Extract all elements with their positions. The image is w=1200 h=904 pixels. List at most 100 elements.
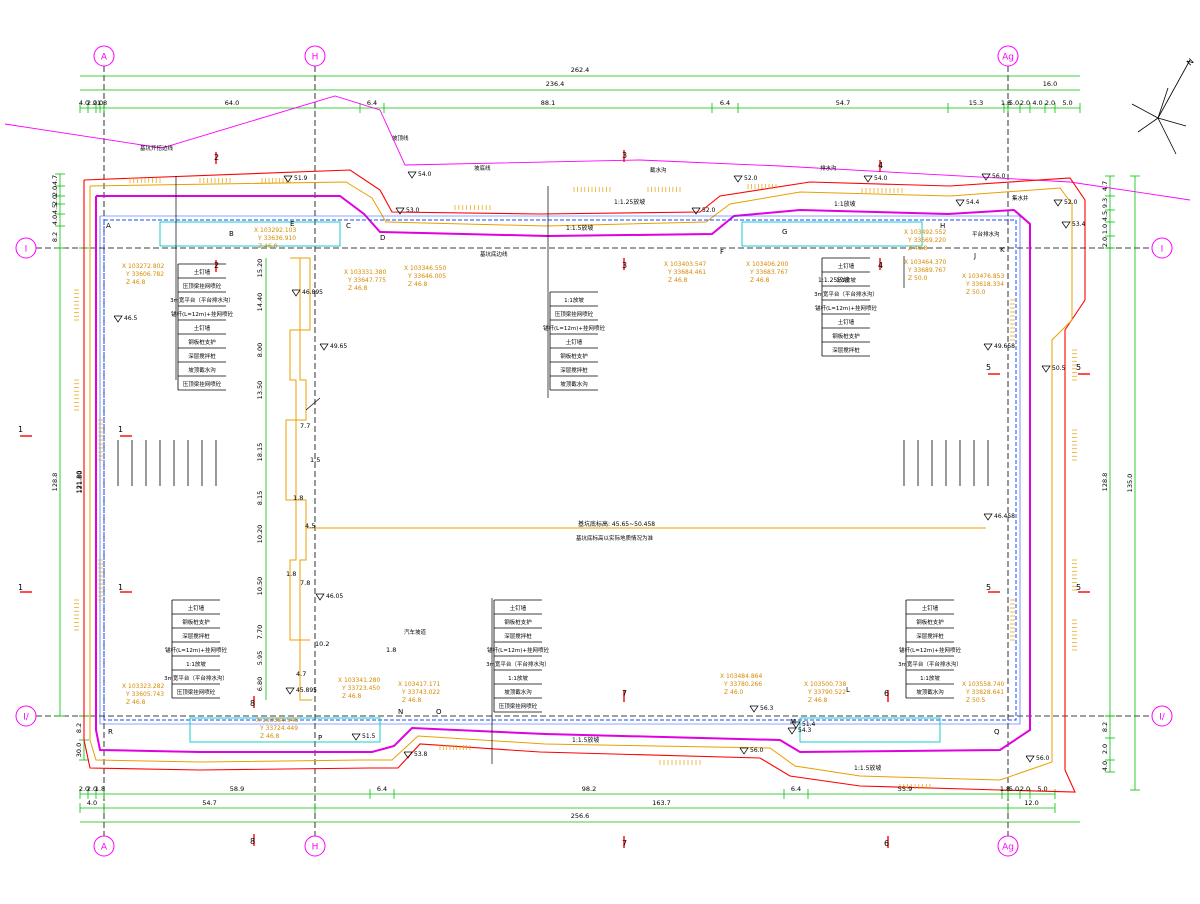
mid-dimension: 13.50 [256, 381, 264, 400]
section-mark-number: 1 [18, 425, 23, 434]
axis-bubble [997, 835, 1019, 857]
elevation-triangle [983, 513, 993, 521]
dimension-text: 135.0 [1126, 474, 1134, 493]
dimension-text: 58.9 [230, 785, 244, 793]
corner-point-letter: H [940, 222, 945, 230]
legend-row-text: 土钉墙 [838, 262, 855, 270]
dimension-text: 2.0 [1020, 785, 1030, 793]
coord-x: X 103292.103 [254, 227, 296, 234]
center-elevation-note: 基坑底标高: 45.65~50.458 [578, 520, 655, 528]
plan-label: 汽车坡道 [404, 628, 427, 636]
coord-z: Z 46.8 [258, 243, 278, 250]
dimension-text: 236.4 [546, 80, 565, 88]
mid-dimension: 4.7 [296, 670, 306, 678]
elevation-value: 56.0 [992, 173, 1006, 180]
axis-bubble-label: H [312, 843, 319, 853]
legend-row-text: 3m宽平台（平台排水沟） [814, 290, 878, 298]
elevation-triangle [863, 175, 873, 183]
mid-dimension: 15.20 [256, 259, 264, 278]
coord-z: Z 46.8 [126, 279, 146, 286]
coord-z: Z 46.8 [342, 693, 362, 700]
legend-row-text: 锚杆(L=12m)+挂网喷砼 [171, 310, 233, 318]
axis-bubble [15, 237, 37, 259]
section-mark-number: 7 [622, 689, 627, 698]
axis-bubble-label: I/ [23, 713, 30, 723]
section-mark-number: 5 [986, 583, 991, 592]
coord-z: Z 46.8 [126, 699, 146, 706]
section-mark-number: 1 [118, 583, 123, 592]
section-mark-number: 5 [986, 363, 991, 372]
coord-y: Y 33723.450 [341, 685, 380, 692]
elevation-value: 51.5 [362, 733, 376, 740]
legend-row-text: 锚杆(L=12m)+挂网喷砼 [487, 646, 549, 654]
elevation-value: 52.0 [744, 175, 758, 182]
section-mark-number: 5 [1076, 583, 1081, 592]
coord-z: Z 46.8 [402, 697, 422, 704]
legend-row-text: 钢板桩支护 [832, 332, 860, 340]
legend-row-text: 压顶梁挂网喷砼 [499, 702, 538, 710]
elevation-value: 54.0 [418, 171, 432, 178]
legend-row-text: 1:1放坡 [920, 674, 940, 682]
elevation-triangle [291, 289, 301, 297]
axis-bubble [1151, 237, 1173, 259]
legend-row-text: 钢板桩支护 [504, 618, 532, 626]
plan-label: 基坑底边线 [480, 250, 508, 258]
dimension-text: 4.0 [1101, 761, 1109, 771]
elevation-triangle [787, 727, 797, 735]
dimension-text: 8.2 [51, 232, 59, 242]
dimension-text: 4.7 [1101, 181, 1109, 191]
coord-y: Y 33743.022 [401, 689, 440, 696]
axis-bubble [304, 45, 326, 67]
north-arrow-stroke [1137, 117, 1159, 133]
pit-base-line-blue [103, 219, 1017, 721]
dimension-text: 1.8 [95, 785, 105, 793]
elevation-triangle [283, 175, 293, 183]
coord-y: Y 33780.266 [723, 681, 762, 688]
legend-row-text: 锚杆(L=12m)+挂网喷砼 [899, 646, 961, 654]
dimension-text: 2.0 [93, 99, 103, 107]
elevation-triangle [981, 173, 991, 181]
legend-row-text: 土钉墙 [188, 604, 205, 612]
elevation-triangle [983, 343, 993, 351]
corner-point-letter: D [380, 234, 385, 242]
axis-bubble-label: I/ [1159, 713, 1166, 723]
dimension-text: 5.0 [1009, 99, 1019, 107]
coord-y: Y 33828.641 [965, 689, 1004, 696]
section-mark-number: 8 [250, 837, 255, 846]
dimension-text: 98.2 [582, 785, 596, 793]
coord-z: Z 46.8 [668, 277, 688, 284]
coord-z: Z 46.0 [724, 689, 744, 696]
legend-row-text: 坡顶截水沟 [504, 688, 532, 696]
ramp-cyan-box [741, 221, 923, 247]
dimension-text: 5.0 [1009, 785, 1019, 793]
axis-bubble-label: A [101, 53, 108, 63]
coord-x: X 103403.547 [664, 261, 706, 268]
corner-point-letter: G [782, 228, 787, 236]
coord-y: Y 33646.005 [407, 273, 446, 280]
coord-x: X 103500.738 [804, 681, 846, 688]
coord-x: X 103558.740 [962, 681, 1004, 688]
coord-x: X 103331.380 [344, 269, 386, 276]
legend-row-text: 1:1放坡 [186, 660, 206, 668]
elevation-value: 53.0 [406, 207, 420, 214]
legend-row-text: 坡顶截水沟 [188, 366, 216, 374]
elevation-value: 46.458 [994, 513, 1015, 520]
coord-x: X 103346.550 [404, 265, 446, 272]
slope-note: 1:1.5放坡 [566, 224, 593, 232]
legend-row-text: 钢板桩支护 [182, 618, 210, 626]
elevation-value: 53.4 [1072, 221, 1086, 228]
legend-row-text: 3m宽平台（平台排水沟） [164, 674, 228, 682]
mid-dimension: 10.20 [256, 525, 264, 544]
mid-dimension: 8.00 [256, 343, 264, 357]
legend-row-text: 压顶梁挂网喷砼 [183, 282, 222, 290]
mid-dimension: 8.15 [256, 491, 264, 505]
dimension-text: 4.0 [87, 799, 97, 807]
axis-bubble [15, 705, 37, 727]
legend-row-text: 土钉墙 [566, 338, 583, 346]
elevation-value: 49.658 [994, 343, 1015, 350]
legend-row-text: 深层搅拌桩 [560, 366, 588, 374]
section-mark-number: 3 [622, 261, 627, 270]
elevation-triangle [403, 751, 413, 759]
dimension-text: 30.0 [75, 743, 83, 757]
